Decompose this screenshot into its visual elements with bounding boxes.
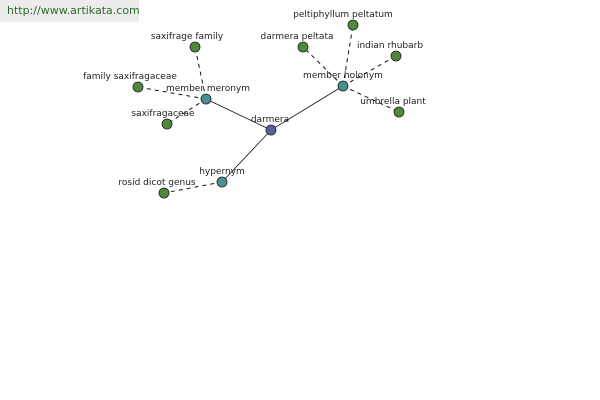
family-saxifragaceae-node-marker[interactable] — [132, 81, 144, 93]
node-member-holonym[interactable]: member holonym — [303, 71, 383, 92]
saxifragaceae-label[interactable]: saxifragaceae — [131, 109, 195, 119]
node-peltiphyllum-peltatum[interactable]: peltiphyllum peltatum — [293, 10, 393, 31]
rosid-dicot-genus-node-marker[interactable] — [158, 187, 170, 199]
node-saxifragaceae[interactable]: saxifragaceae — [131, 109, 195, 130]
hypernym-label[interactable]: hypernym — [199, 167, 245, 177]
umbrella-plant-label[interactable]: umbrella plant — [360, 97, 426, 107]
edge-member-holonym-to-indian-rhubarb — [342, 55, 397, 87]
hypernym-node-marker[interactable] — [216, 176, 228, 188]
center-node-marker[interactable] — [265, 124, 277, 136]
family-saxifragaceae-label[interactable]: family saxifragaceae — [83, 72, 177, 82]
indian-rhubarb-label[interactable]: indian rhubarb — [357, 41, 423, 51]
node-center[interactable]: darmera — [251, 115, 289, 136]
saxifrage-family-label[interactable]: saxifrage family — [151, 32, 224, 42]
darmera-peltata-label[interactable]: darmera peltata — [261, 32, 334, 42]
member-holonym-label[interactable]: member holonym — [303, 71, 383, 81]
darmera-peltata-node-marker[interactable] — [297, 41, 309, 53]
peltiphyllum-peltatum-label[interactable]: peltiphyllum peltatum — [293, 10, 393, 20]
node-member-meronym[interactable]: member meronym — [166, 84, 250, 105]
peltiphyllum-peltatum-node-marker[interactable] — [347, 19, 359, 31]
edge-member-holonym-to-darmera-peltata — [302, 46, 344, 87]
node-saxifrage-family[interactable]: saxifrage family — [151, 32, 224, 53]
edge-member-meronym-to-saxifrage-family — [194, 46, 207, 100]
edge-hypernym-to-rosid-dicot-genus — [163, 181, 223, 194]
node-family-saxifragaceae[interactable]: family saxifragaceae — [83, 72, 177, 93]
edge-member-meronym-to-family-saxifragaceae — [137, 86, 207, 100]
node-rosid-dicot-genus[interactable]: rosid dicot genus — [118, 178, 196, 199]
edge-center-to-hypernym — [221, 129, 272, 183]
rosid-dicot-genus-label[interactable]: rosid dicot genus — [118, 178, 195, 188]
source-link[interactable]: http://www.artikata.com — [0, 0, 140, 22]
saxifrage-family-node-marker[interactable] — [189, 41, 201, 53]
edge-member-holonym-to-umbrella-plant — [342, 85, 400, 113]
node-indian-rhubarb[interactable]: indian rhubarb — [357, 41, 423, 62]
member-meronym-node-marker[interactable] — [200, 93, 212, 105]
member-meronym-label[interactable]: member meronym — [166, 84, 250, 94]
member-holonym-node-marker[interactable] — [337, 80, 349, 92]
edge-member-holonym-to-peltiphyllum-peltatum — [342, 24, 354, 87]
edge-center-to-member-holonym — [270, 85, 344, 131]
saxifragaceae-node-marker[interactable] — [161, 118, 173, 130]
indian-rhubarb-node-marker[interactable] — [390, 50, 402, 62]
edge-center-to-member-meronym — [205, 98, 272, 131]
umbrella-plant-node-marker[interactable] — [393, 106, 405, 118]
center-label[interactable]: darmera — [251, 115, 289, 125]
node-hypernym[interactable]: hypernym — [199, 167, 245, 188]
node-umbrella-plant[interactable]: umbrella plant — [360, 97, 426, 118]
node-darmera-peltata[interactable]: darmera peltata — [261, 32, 334, 53]
